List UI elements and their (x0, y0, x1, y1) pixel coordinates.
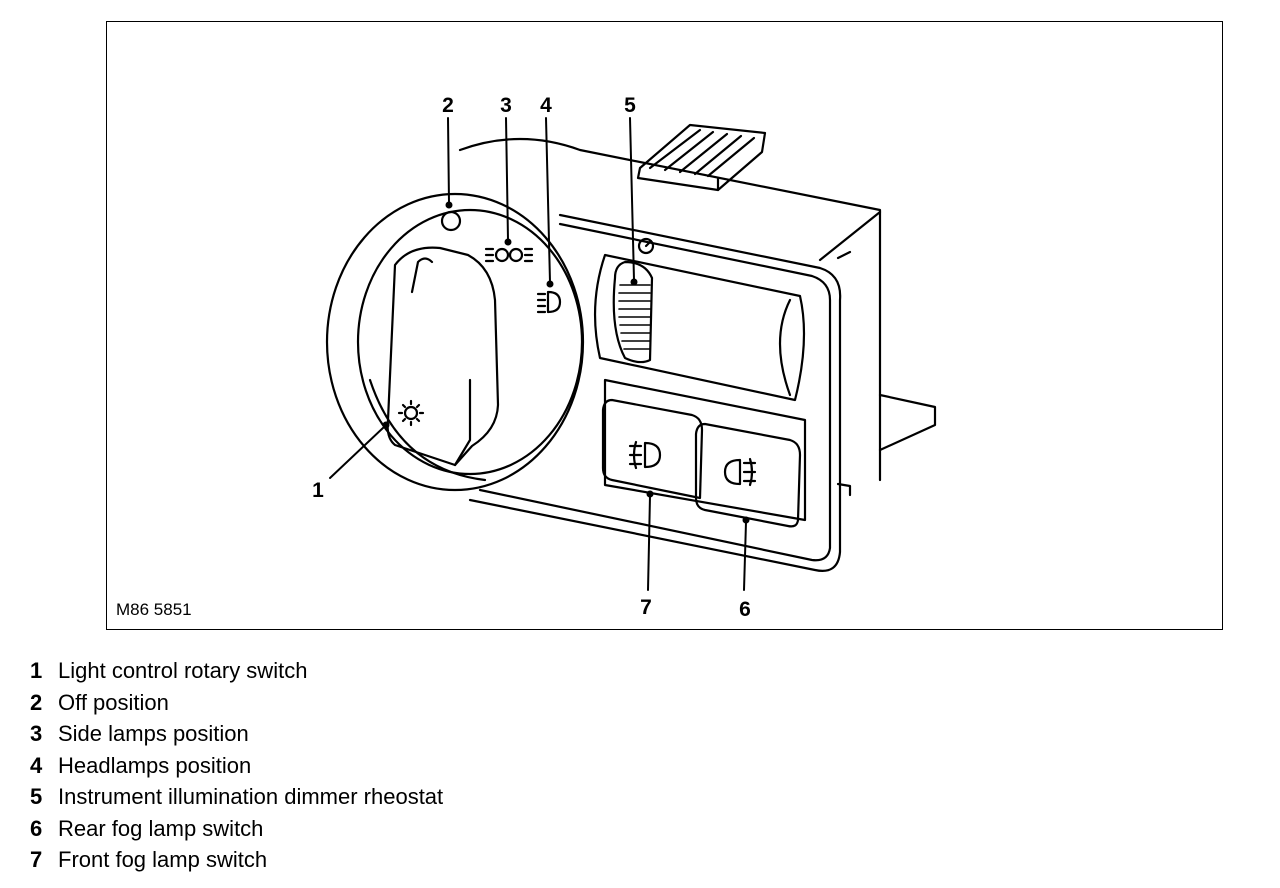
headlamp-icon (536, 290, 562, 314)
dimmer-rheostat (593, 253, 806, 402)
leader-lines (329, 117, 750, 591)
front-bezel (468, 213, 842, 572)
legend-number: 4 (30, 752, 43, 778)
callout-6: 6 (739, 598, 751, 621)
callout-4: 4 (540, 94, 552, 117)
connector-tab (636, 123, 767, 192)
rear-fog-icon (723, 457, 757, 487)
legend-text: Light control rotary switch (58, 658, 308, 683)
legend-number: 6 (30, 815, 43, 841)
rear-fog-switch (694, 422, 802, 528)
sun-icon (397, 399, 425, 427)
callout-1: 1 (312, 479, 324, 502)
legend-number: 1 (30, 658, 43, 683)
callout-2: 2 (442, 94, 454, 117)
front-fog-switch (601, 398, 704, 500)
callout-7: 7 (640, 596, 652, 619)
callout-3: 3 (500, 94, 512, 117)
legend-text: Instrument illumination dimmer rheostat (58, 784, 444, 809)
legend-item: 5 Instrument illumination dimmer rheostat (30, 781, 443, 813)
off-position-icon (440, 210, 462, 232)
rotary-knob (386, 246, 500, 467)
side-lamps-icon (484, 247, 534, 263)
legend-text: Front fog lamp switch (58, 847, 268, 872)
legend-number: 3 (30, 721, 43, 746)
fog-switch-panel (601, 378, 807, 528)
legend-list: 1 Light control rotary switch 2 Off positi… (30, 655, 443, 876)
figure-reference: M86 5851 (116, 600, 192, 619)
legend-item: 7 Front fog lamp switch (30, 844, 443, 876)
legend-number: 2 (30, 689, 43, 715)
legend-text: Off position (58, 689, 169, 715)
rear-housing (458, 137, 937, 497)
legend-text: Side lamps position (58, 721, 249, 746)
callout-5: 5 (624, 94, 636, 117)
legend-item: 1 Light control rotary switch (30, 655, 443, 687)
diagram-frame (106, 21, 1223, 630)
legend-number: 5 (30, 784, 43, 809)
legend-text: Headlamps position (58, 752, 252, 778)
rotary-switch (325, 192, 585, 492)
legend-item: 6 Rear fog lamp switch (30, 813, 443, 845)
legend-item: 3 Side lamps position (30, 718, 443, 750)
legend-text: Rear fog lamp switch (58, 815, 264, 841)
legend-item: 2 Off position (30, 687, 443, 719)
legend-item: 4 Headlamps position (30, 750, 443, 782)
legend-number: 7 (30, 847, 43, 872)
front-fog-icon (628, 440, 662, 470)
